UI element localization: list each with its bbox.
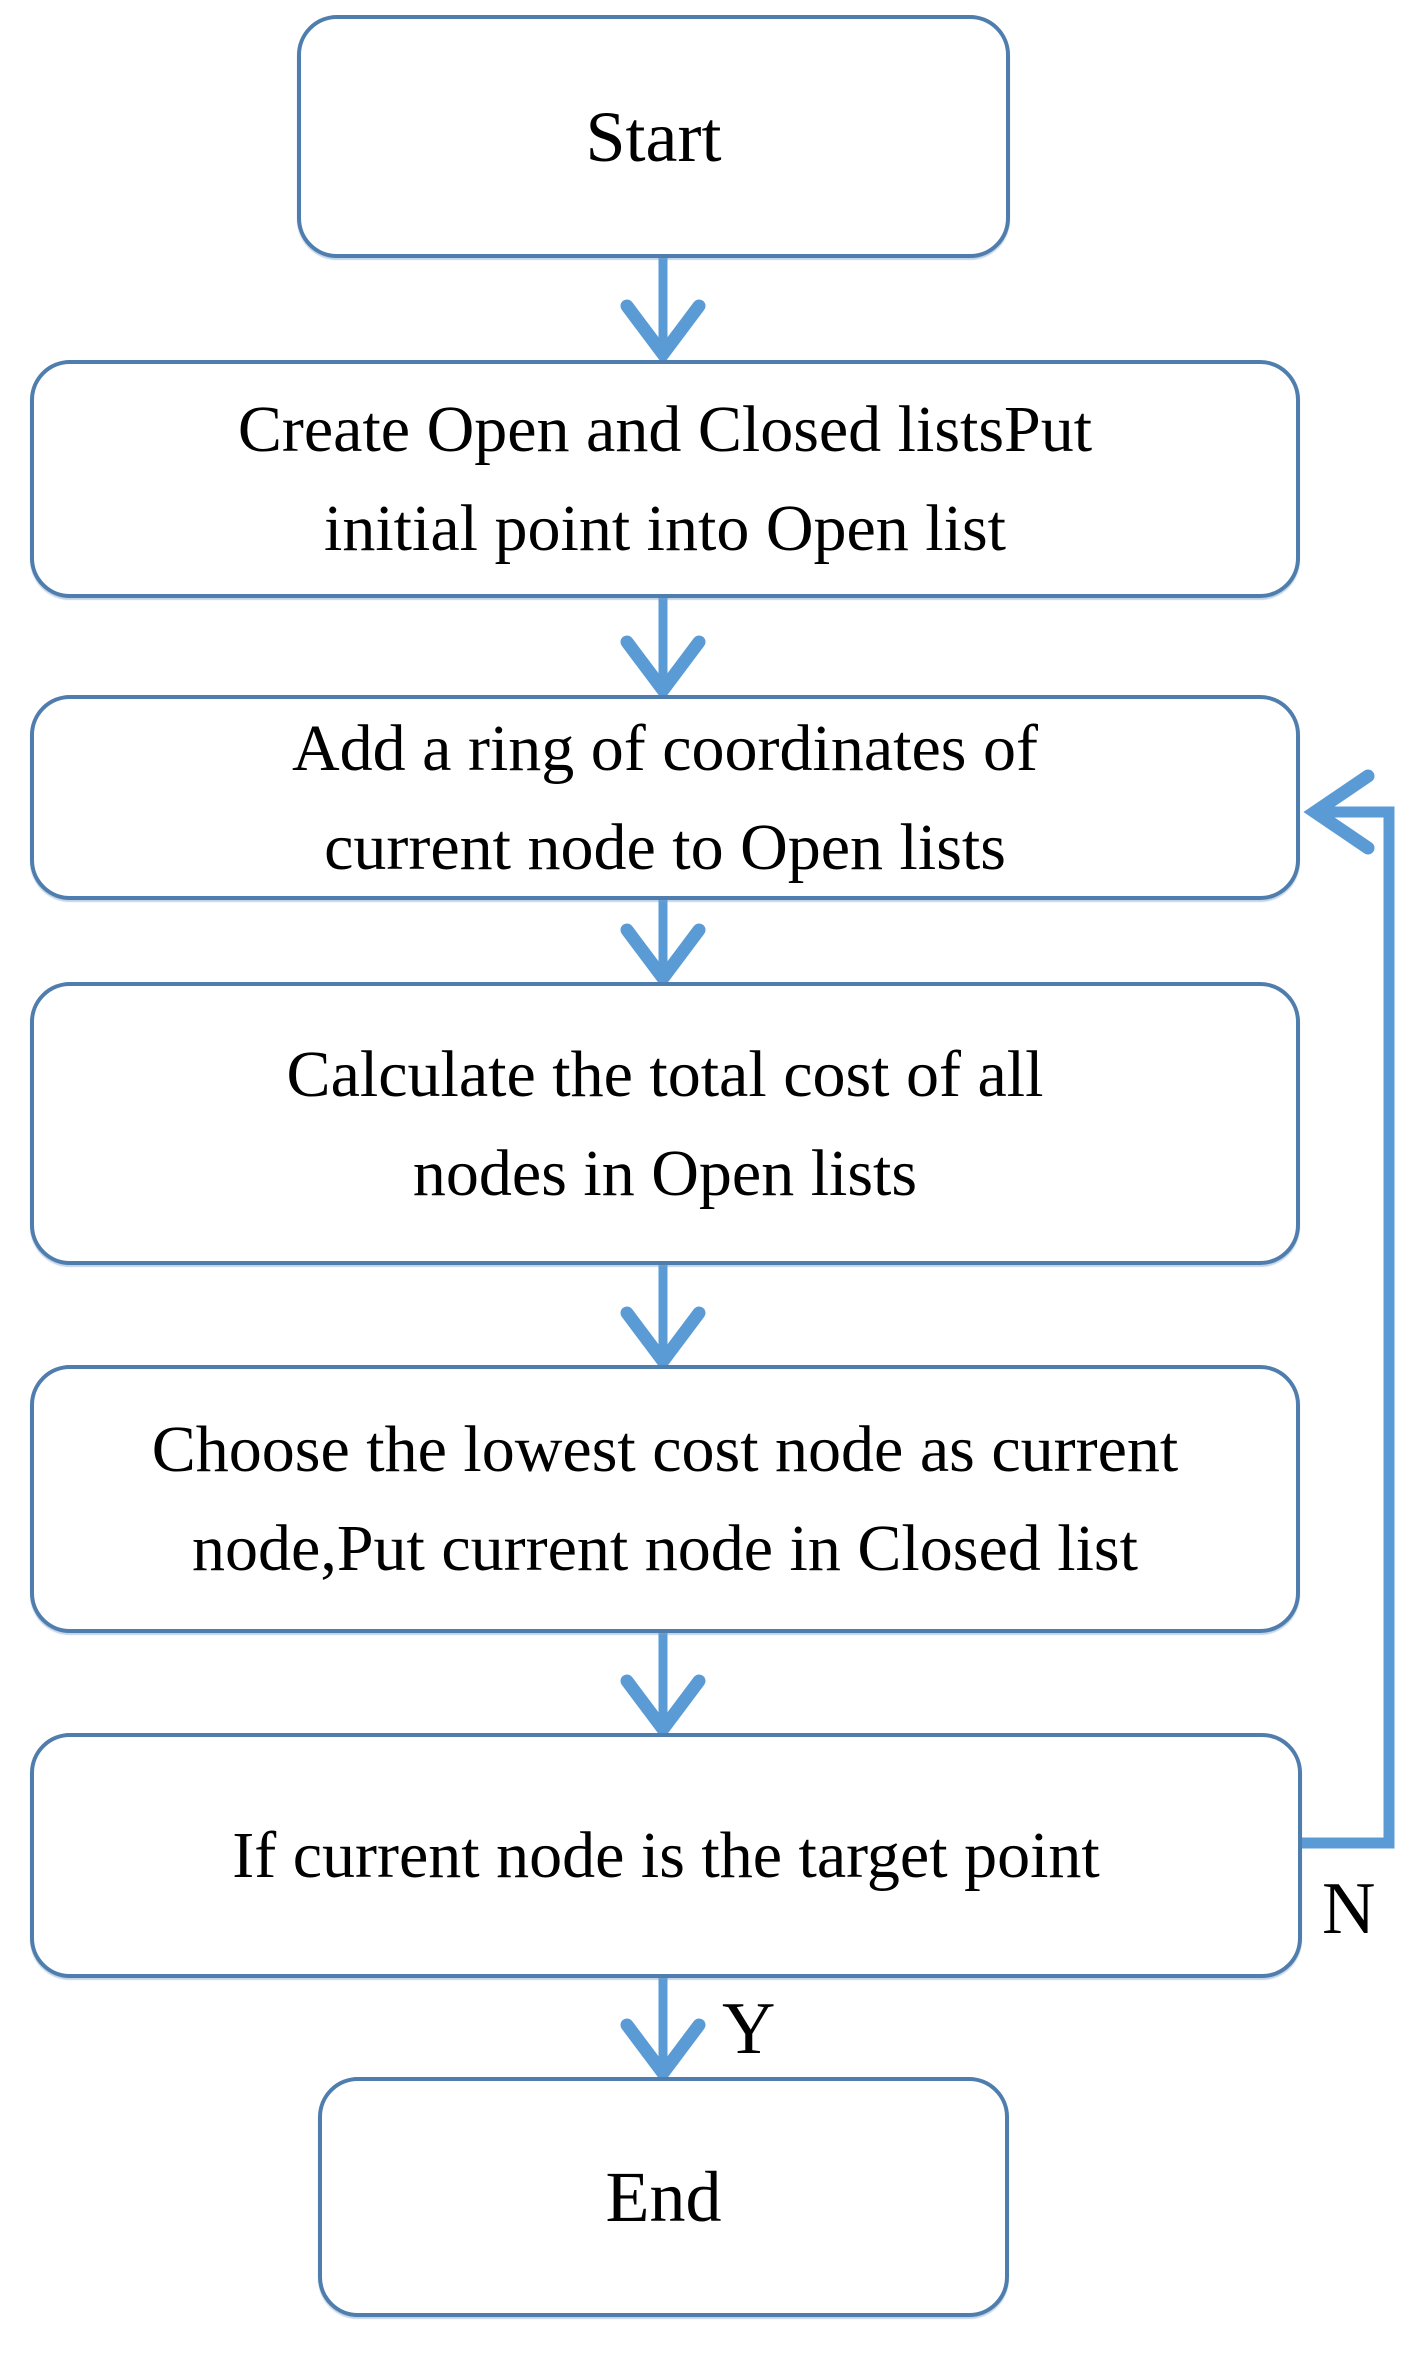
node-label: node,Put current node in Closed list [192,1512,1138,1585]
node-end: End [318,2077,1009,2317]
node-label: End [605,2157,722,2237]
edge-start-to-create [620,258,706,365]
node-label: Calculate the total cost of all [286,1037,1044,1111]
edge-add-ring-to-calc [620,900,706,989]
node-label: initial point into Open list [324,492,1006,565]
node-label: current node to Open lists [324,810,1006,884]
edge-check-target-to-add-ring-loop [1302,769,1395,1849]
node-label: Create Open and Closed listsPut [237,393,1093,466]
node-label: Add a ring of coordinates of [292,711,1038,785]
edge-create-to-add-ring [620,598,706,701]
node-check-target: If current node is the target point [30,1733,1302,1978]
node-add-ring: Add a ring of coordinates of current nod… [30,695,1300,900]
node-label: Start [585,96,722,177]
node-choose-node: Choose the lowest cost node as current n… [30,1365,1300,1633]
node-label: If current node is the target point [232,1819,1100,1892]
edge-label-yes: Y [722,1988,776,2070]
node-start: Start [297,15,1010,258]
edge-check-target-to-end [620,1978,706,2084]
node-calc-cost: Calculate the total cost of all nodes in… [30,982,1300,1265]
node-label: nodes in Open lists [412,1136,918,1210]
edge-calc-to-choose [620,1265,706,1372]
edge-label-no: N [1322,1868,1376,1950]
node-create-lists: Create Open and Closed listsPut initial … [30,360,1300,598]
node-label: Choose the lowest cost node as current [151,1413,1179,1486]
edge-choose-to-check-target [620,1633,706,1740]
